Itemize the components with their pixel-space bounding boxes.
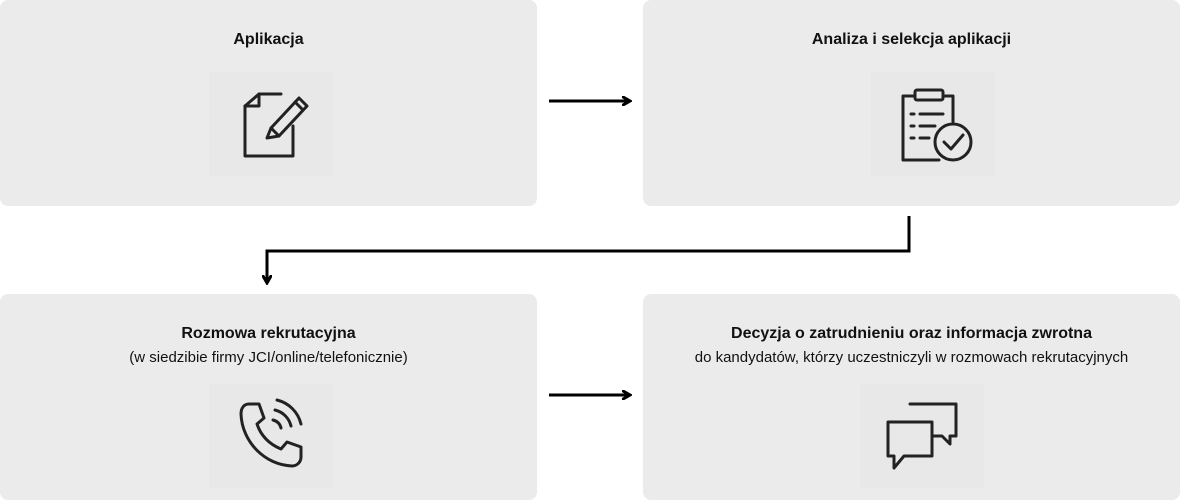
clipboard-check-icon bbox=[871, 72, 995, 176]
chat-bubbles-icon bbox=[860, 384, 984, 488]
phone-icon bbox=[209, 384, 333, 488]
step-title: Rozmowa rekrutacyjna bbox=[181, 325, 356, 342]
arrow-step2-to-step3 bbox=[267, 216, 911, 282]
step-box-analysis: Analiza i selekcja aplikacji bbox=[643, 0, 1180, 206]
step-subtitle: do kandydatów, którzy uczestniczyli w ro… bbox=[694, 349, 1129, 366]
step-box-application: Aplikacja bbox=[0, 0, 537, 206]
step-title: Aplikacja bbox=[233, 31, 304, 48]
step-box-interview: Rozmowa rekrutacyjna (w siedzibie firmy … bbox=[0, 294, 537, 500]
step-title: Decyzja o zatrudnieniu oraz informacja z… bbox=[731, 325, 1092, 342]
step-title: Analiza i selekcja aplikacji bbox=[811, 31, 1012, 48]
step-subtitle: (w siedzibie firmy JCI/online/telefonicz… bbox=[129, 349, 408, 366]
edit-document-icon bbox=[209, 72, 333, 176]
step-box-decision: Decyzja o zatrudnieniu oraz informacja z… bbox=[643, 294, 1180, 500]
